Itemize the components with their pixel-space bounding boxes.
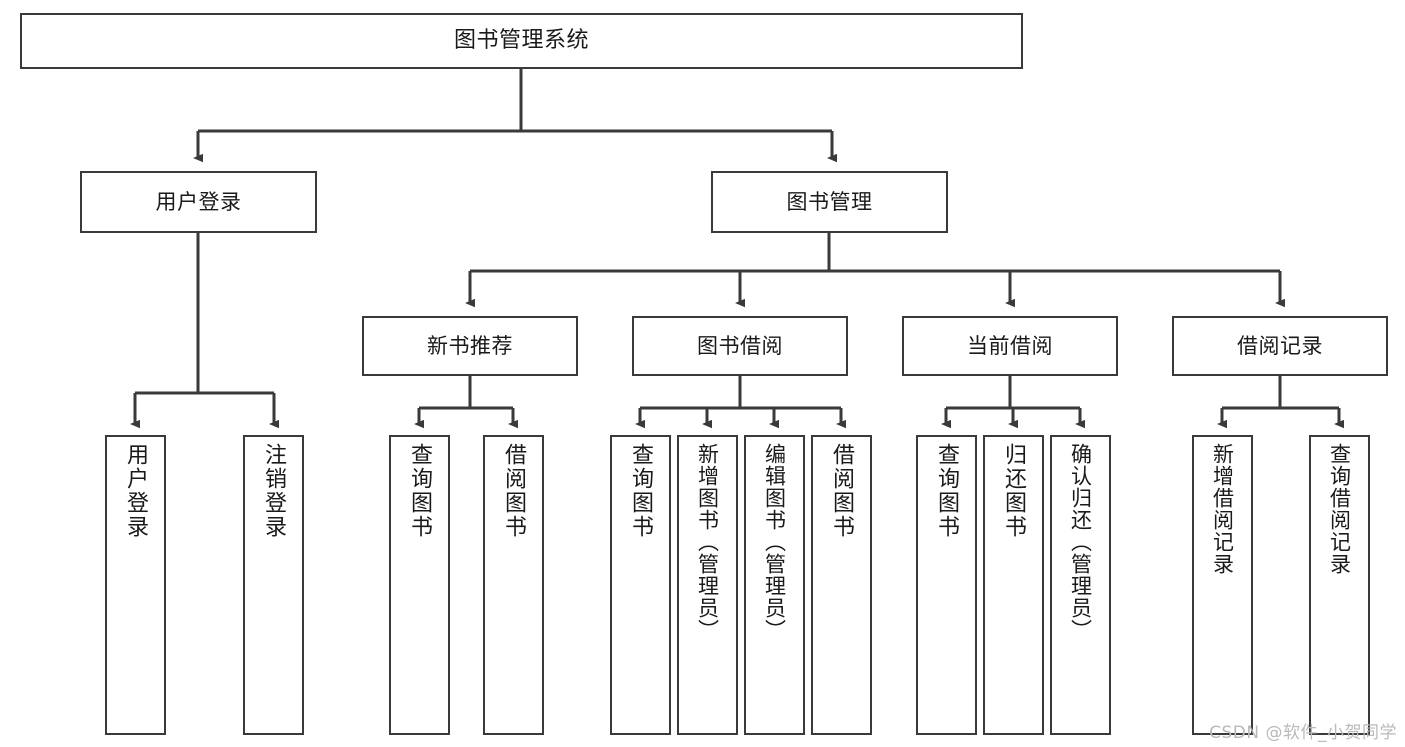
node-user-login[interactable]: 用户登录: [80, 171, 317, 233]
node-label: 用户登录: [155, 189, 242, 214]
node-label: 注销登录: [261, 443, 287, 539]
node-label: 查询借阅记录: [1327, 443, 1352, 575]
node-label: 用户登录: [123, 443, 149, 539]
leaf-user-login[interactable]: 用户登录: [105, 435, 166, 735]
node-label: 图书管理: [786, 189, 873, 214]
leaf-return-book[interactable]: 归还图书: [983, 435, 1044, 735]
node-label: 查询图书: [628, 443, 654, 539]
leaf-borrow-book-borrow[interactable]: 借阅图书: [811, 435, 872, 735]
node-label: 借阅图书: [829, 443, 855, 539]
node-borrow-record[interactable]: 借阅记录: [1172, 316, 1388, 376]
leaf-query-borrow-record[interactable]: 查询借阅记录: [1309, 435, 1370, 735]
leaf-add-borrow-record[interactable]: 新增借阅记录: [1192, 435, 1253, 735]
leaf-query-book-borrow[interactable]: 查询图书: [610, 435, 671, 735]
node-label: 查询图书: [934, 443, 960, 539]
leaf-user-logout[interactable]: 注销登录: [243, 435, 304, 735]
leaf-confirm-return-admin[interactable]: 确认归还（管理员）: [1050, 435, 1111, 735]
node-label: 当前借阅: [967, 333, 1053, 358]
node-label: 确认归还（管理员）: [1068, 443, 1093, 641]
node-current-borrow[interactable]: 当前借阅: [902, 316, 1118, 376]
leaf-query-book-current[interactable]: 查询图书: [916, 435, 977, 735]
node-new-book-recommend[interactable]: 新书推荐: [362, 316, 578, 376]
node-label: 图书借阅: [697, 333, 783, 358]
node-label: 借阅记录: [1237, 333, 1323, 358]
leaf-edit-book-admin[interactable]: 编辑图书（管理员）: [744, 435, 805, 735]
leaf-borrow-book-recommend[interactable]: 借阅图书: [483, 435, 544, 735]
node-book-borrow[interactable]: 图书借阅: [632, 316, 848, 376]
leaf-add-book-admin[interactable]: 新增图书（管理员）: [677, 435, 738, 735]
node-label: 归还图书: [1001, 443, 1027, 539]
node-label: 图书管理系统: [453, 28, 589, 54]
watermark-text: CSDN @软件_小贺同学: [1209, 723, 1397, 743]
node-book-management[interactable]: 图书管理: [711, 171, 948, 233]
leaf-query-book-recommend[interactable]: 查询图书: [389, 435, 450, 735]
node-label: 新增借阅记录: [1210, 443, 1235, 575]
node-label: 编辑图书（管理员）: [762, 443, 787, 641]
node-label: 查询图书: [407, 443, 433, 539]
node-label: 新增图书（管理员）: [695, 443, 720, 641]
node-root-system[interactable]: 图书管理系统: [20, 13, 1023, 69]
node-label: 新书推荐: [427, 333, 513, 358]
node-label: 借阅图书: [501, 443, 527, 539]
